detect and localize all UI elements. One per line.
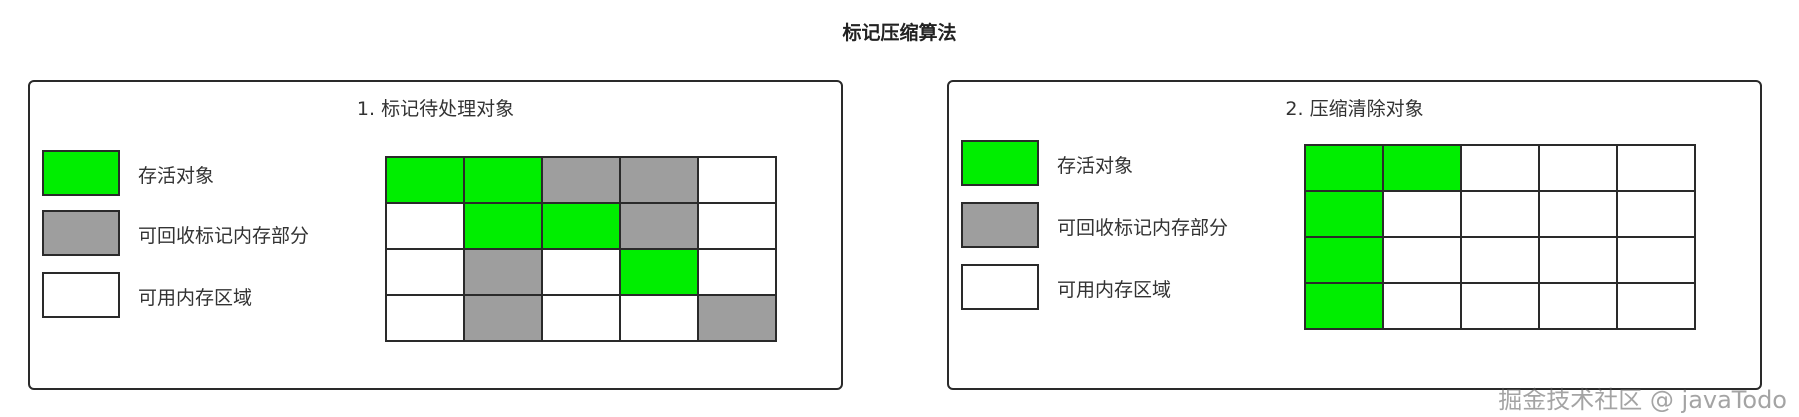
watermark-text: 掘金技术社区 @ javaTodo bbox=[1498, 386, 1787, 414]
memory-cell-free bbox=[1539, 145, 1617, 191]
memory-cell-free bbox=[1383, 191, 1461, 237]
memory-cell-live bbox=[1305, 191, 1383, 237]
memory-cell-free bbox=[698, 203, 776, 249]
memory-grid bbox=[385, 156, 777, 342]
panel-title: 2. 压缩清除对象 bbox=[1285, 98, 1424, 120]
memory-cell-free bbox=[386, 295, 464, 341]
memory-cell-free bbox=[1461, 237, 1539, 283]
memory-grid bbox=[1304, 144, 1696, 330]
panel-title: 1. 标记待处理对象 bbox=[356, 98, 515, 120]
memory-cell-free bbox=[1383, 283, 1461, 329]
legend-label: 存活对象 bbox=[138, 165, 215, 187]
legend-label: 可用内存区域 bbox=[138, 287, 253, 309]
memory-cell-free bbox=[620, 295, 698, 341]
legend-swatch-reclaimable bbox=[961, 202, 1039, 248]
legend-swatch-free bbox=[42, 272, 120, 318]
memory-cell-free bbox=[698, 157, 776, 203]
memory-cell-live bbox=[1305, 237, 1383, 283]
memory-cell-reclaimable bbox=[542, 157, 620, 203]
memory-cell-free bbox=[386, 249, 464, 295]
memory-cell-free bbox=[1617, 237, 1695, 283]
legend-label: 可回收标记内存部分 bbox=[138, 225, 310, 247]
memory-cell-reclaimable bbox=[620, 203, 698, 249]
memory-cell-free bbox=[542, 249, 620, 295]
memory-cell-reclaimable bbox=[464, 295, 542, 341]
memory-cell-free bbox=[698, 249, 776, 295]
legend-label: 可回收标记内存部分 bbox=[1057, 217, 1229, 239]
legend-label: 可用内存区域 bbox=[1057, 279, 1172, 301]
memory-cell-reclaimable bbox=[620, 157, 698, 203]
memory-cell-live bbox=[464, 157, 542, 203]
legend-swatch-live bbox=[42, 150, 120, 196]
legend-swatch-live bbox=[961, 140, 1039, 186]
memory-cell-free bbox=[542, 295, 620, 341]
panel-compact-objects: 2. 压缩清除对象 存活对象 可回收标记内存部分 可用内存区域 bbox=[947, 80, 1762, 390]
memory-cell-reclaimable bbox=[464, 249, 542, 295]
memory-cell-free bbox=[1383, 237, 1461, 283]
memory-cell-free bbox=[1461, 283, 1539, 329]
legend-label: 存活对象 bbox=[1057, 155, 1134, 177]
memory-cell-live bbox=[1305, 283, 1383, 329]
memory-cell-live bbox=[620, 249, 698, 295]
memory-cell-free bbox=[1539, 191, 1617, 237]
memory-cell-free bbox=[1617, 283, 1695, 329]
panel-mark-objects: 1. 标记待处理对象 存活对象 可回收标记内存部分 可用内存区域 bbox=[28, 80, 843, 390]
memory-cell-live bbox=[542, 203, 620, 249]
memory-cell-free bbox=[1461, 191, 1539, 237]
legend-swatch-free bbox=[961, 264, 1039, 310]
memory-cell-live bbox=[1383, 145, 1461, 191]
memory-cell-live bbox=[1305, 145, 1383, 191]
memory-cell-free bbox=[1539, 237, 1617, 283]
memory-cell-free bbox=[1617, 191, 1695, 237]
memory-cell-reclaimable bbox=[698, 295, 776, 341]
memory-cell-live bbox=[386, 157, 464, 203]
memory-cell-free bbox=[1461, 145, 1539, 191]
memory-cell-free bbox=[1617, 145, 1695, 191]
memory-cell-live bbox=[464, 203, 542, 249]
diagram-title: 标记压缩算法 bbox=[842, 22, 957, 44]
legend-swatch-reclaimable bbox=[42, 210, 120, 256]
memory-cell-free bbox=[1539, 283, 1617, 329]
memory-cell-free bbox=[386, 203, 464, 249]
